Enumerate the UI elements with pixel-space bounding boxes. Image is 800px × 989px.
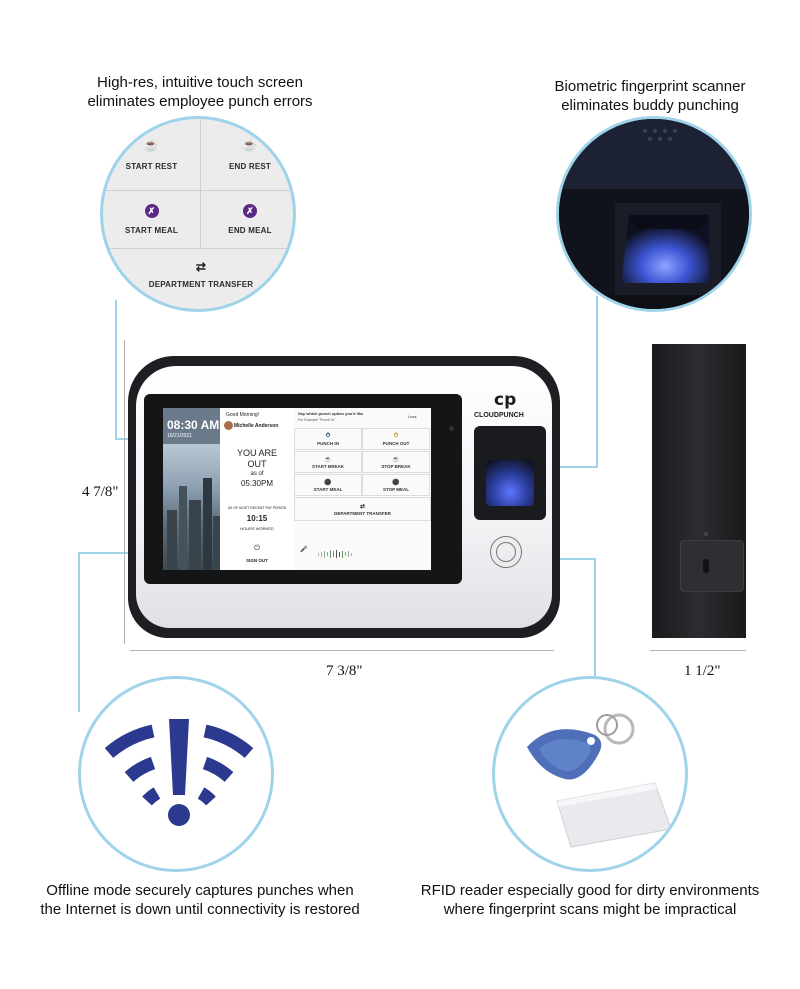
- screen-date: 10/21/2021: [167, 433, 193, 439]
- screen-user-name: Michelle Anderson: [234, 423, 279, 429]
- department-transfer-button[interactable]: ⇄ DEPARTMENT TRANSFER: [294, 497, 431, 521]
- zoom-end-rest: ☕ END REST: [201, 119, 293, 191]
- wifi-alert-icon: [104, 719, 254, 826]
- key-fob-icon: [527, 713, 635, 780]
- zoom-rfid-reader: [492, 676, 688, 872]
- caption-rfid: RFID reader especially good for dirty en…: [420, 882, 760, 918]
- leader-line-rfid-h: [556, 558, 596, 560]
- stop-meal-button[interactable]: ⚫ STOP MEAL: [362, 474, 430, 496]
- screen-hours: 10:15: [246, 514, 268, 523]
- cloudpunch-logo: cp: [494, 390, 517, 410]
- device-side-view: [652, 344, 746, 638]
- zoom-department-transfer: ⇄ DEPARTMENT TRANSFER: [148, 259, 254, 289]
- zoom-start-meal: ✗ START MEAL: [103, 191, 201, 249]
- screen-status-line2: OUT: [247, 459, 267, 469]
- coffee-cup-icon: ☕: [242, 138, 258, 152]
- leader-line-wifi-h: [78, 552, 130, 554]
- punch-in-button[interactable]: ⏱ PUNCH IN: [294, 428, 362, 450]
- screen-status-time: 05:30PM: [240, 479, 274, 488]
- rfid-accessories: [527, 713, 672, 848]
- less-button[interactable]: Less: [408, 414, 417, 419]
- screen-voice-example: For Example "Punch In": [298, 418, 336, 422]
- coffee-cup-icon: ☕: [392, 456, 400, 463]
- city-photo: [163, 444, 220, 570]
- clock-out-icon: ⏱: [393, 432, 399, 439]
- side-led: [704, 532, 708, 536]
- height-dimension-label: 4 7/8": [82, 484, 119, 500]
- leader-line-fp-h: [556, 466, 598, 468]
- start-meal-button[interactable]: ⚫ START MEAL: [294, 474, 362, 496]
- fork-knife-icon: ⚫: [324, 479, 332, 486]
- shuffle-icon: ⇄: [359, 503, 366, 510]
- zoom-end-meal: ✗ END MEAL: [201, 191, 293, 249]
- time-clock-device: 08:30 AM 10/21/2021 Good Morning! Michel…: [128, 356, 560, 638]
- fork-knife-icon: ✗: [144, 204, 159, 218]
- fork-knife-icon: ✗: [243, 204, 257, 218]
- leader-line-fp: [596, 296, 598, 468]
- screen-greeting: Good Morning!: [226, 412, 260, 418]
- coffee-cup-icon: ☕: [143, 138, 160, 152]
- punch-out-button[interactable]: ⏱ PUNCH OUT: [362, 428, 430, 450]
- screen-status-panel: Good Morning! Michelle Anderson YOU ARE …: [220, 408, 294, 570]
- fork-knife-icon: ⚫: [392, 479, 400, 486]
- stop-break-button[interactable]: ☕ STOP BREAK: [362, 451, 430, 473]
- screen-hours-label: HOURS WORKED: [240, 526, 274, 531]
- rfid-touch-icon-inner: [496, 542, 516, 562]
- caption-touch-screen: High-res, intuitive touch screen elimina…: [87, 74, 313, 110]
- rfid-touch-icon[interactable]: [490, 536, 522, 568]
- microphone-icon: 🎤: [300, 547, 308, 553]
- width-dimension-label: 7 3/8": [326, 663, 363, 679]
- coffee-cup-icon: ☕: [324, 456, 332, 463]
- device-screen[interactable]: 08:30 AM 10/21/2021 Good Morning! Michel…: [163, 408, 431, 570]
- screen-clock-panel: 08:30 AM 10/21/2021: [163, 408, 220, 570]
- screen-status-line1: YOU ARE: [236, 448, 277, 458]
- leader-line-wifi: [78, 552, 80, 712]
- zoom-touch-screen: ☕ START REST ☕ END REST ✗ START MEAL ✗ E…: [100, 116, 296, 312]
- leader-line-touch: [115, 300, 117, 440]
- power-icon: ⏻: [254, 545, 260, 552]
- shuffle-icon: ⇄: [195, 259, 207, 274]
- caption-offline: Offline mode securely captures punches w…: [40, 882, 360, 918]
- zoom-fingerprint-scanner: [556, 116, 752, 312]
- voice-waveform: [318, 550, 398, 558]
- avatar: [224, 421, 233, 430]
- cloudpunch-brand: CLOUDPUNCH: [474, 412, 524, 419]
- camera-lens: [449, 426, 454, 431]
- depth-dimension-label: 1 1/2": [684, 663, 721, 679]
- width-dimension-line: [130, 650, 554, 651]
- screen-voice-prompt: Say which punch option you'd like: [298, 411, 364, 416]
- usb-port: [703, 559, 709, 573]
- screen-punch-panel: Say which punch option you'd like For Ex…: [294, 408, 431, 570]
- start-break-button[interactable]: ☕ START BREAK: [294, 451, 362, 473]
- caption-fingerprint: Biometric fingerprint scanner eliminates…: [554, 78, 746, 114]
- screen-pay-period: AS OF MOST RECENT PAY PERIOD: [227, 506, 287, 510]
- leader-line-rfid: [594, 558, 596, 680]
- screen-as-of: as of: [250, 471, 264, 477]
- zoom-offline-mode: [78, 676, 274, 872]
- screen-time: 08:30 AM: [167, 418, 220, 432]
- rfid-card-icon: [556, 782, 672, 848]
- zoom-start-rest: ☕ START REST: [103, 119, 201, 191]
- sign-out-button[interactable]: SIGN OUT: [246, 558, 268, 563]
- height-dimension-line: [124, 340, 125, 644]
- clock-in-icon: ⏱: [325, 432, 331, 439]
- usb-port-cover: [680, 540, 744, 592]
- depth-dimension-line: [650, 650, 746, 651]
- fingerprint-scanner-illustration: [559, 119, 749, 309]
- fingerprint-icon[interactable]: [486, 460, 534, 506]
